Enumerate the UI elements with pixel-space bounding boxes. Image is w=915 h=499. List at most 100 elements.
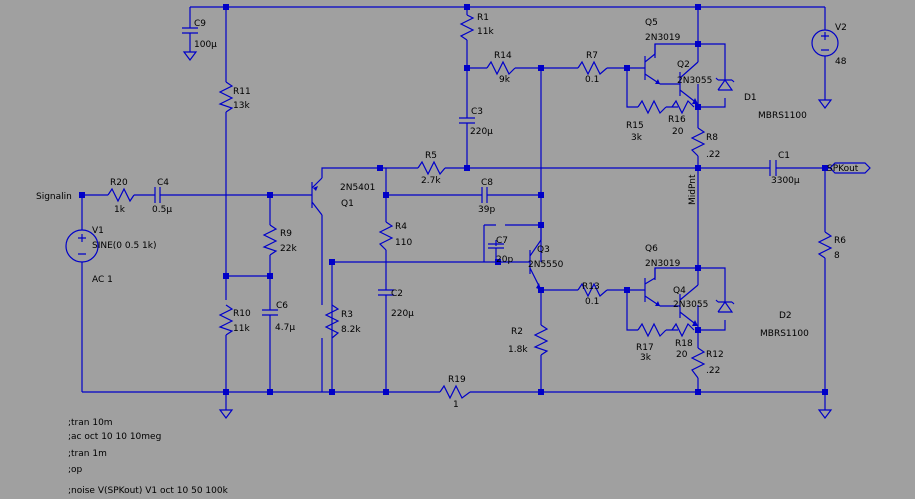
label-q6-name: Q6 [645,244,658,254]
net-label-spkout: SPKout [827,164,859,174]
diode-d1-icon [715,77,735,91]
component-labels: C9 100µ R1 11k R11 13k R14 9k R7 0.1 Q5 … [92,13,847,410]
spice-directives: ;tran 10m ;ac oct 10 10 10meg ;tran 1m ;… [68,418,229,496]
label-r17-value: 3k [640,353,652,363]
diode-d2-icon [715,299,735,313]
label-r11-value: 13k [233,101,250,111]
resistor-r8-icon [690,127,706,157]
label-r4-value: 110 [395,238,412,248]
ground-icon [817,99,833,109]
net-label-midpnt: MidPnt [688,174,698,205]
label-r3-value: 8.2k [341,325,361,335]
label-r15-name: R15 [626,121,644,131]
directive-tran-10m: ;tran 10m [68,418,113,428]
label-r19-value: 1 [453,400,459,410]
label-r20-value: 1k [114,205,126,215]
label-c8-value: 39p [478,205,495,215]
label-r9-value: 22k [280,244,297,254]
resistor-r11-icon [218,81,234,113]
label-c9-name: C9 [194,19,206,29]
label-r5-value: 2.7k [421,176,441,186]
resistor-r19-icon [439,384,471,400]
resistor-r7-icon [577,60,608,76]
label-c1-value: 3300µ [771,176,800,186]
resistor-r16-icon [671,99,695,115]
label-q4-value: 2N3055 [673,300,708,310]
voltage-source-v2-icon [811,29,839,57]
label-q2-value: 2N3055 [677,76,712,86]
transistor-q4-icon [672,284,699,327]
directive-noise: ;noise V(SPKout) V1 oct 10 50 100k [68,486,229,496]
transistor-q3-icon [522,225,542,291]
label-v2-value: 48 [835,57,847,67]
capacitor-c6-icon [262,309,278,330]
capacitor-symbols [154,27,792,330]
label-r18-name: R18 [675,339,693,349]
net-labels: Signalin SPKout MidPnt [36,164,859,205]
label-c6-value: 4.7µ [275,323,295,333]
directive-ac: ;ac oct 10 10 10meg [68,432,161,442]
label-r15-value: 3k [631,133,643,143]
resistor-r2-icon [533,324,549,356]
label-r2-name: R2 [511,327,523,337]
label-q5-name: Q5 [645,18,658,28]
label-q1-name: Q1 [341,199,354,209]
resistor-r17-icon [637,322,667,338]
label-q1-value: 2N5401 [340,183,375,193]
resistor-r6-icon [817,231,833,259]
label-q4-name: Q4 [673,286,686,296]
label-c2-name: C2 [391,289,403,299]
label-r9-name: R9 [280,229,292,239]
directive-op: ;op [68,465,83,475]
label-v1-value: SINE(0 0.5 1k) [92,241,157,251]
resistor-r1-icon [459,14,475,41]
label-v1-name: V1 [92,226,104,236]
net-label-signalin: Signalin [36,192,72,202]
resistor-symbols [107,14,833,400]
label-r7-name: R7 [586,51,598,61]
label-r4-name: R4 [395,222,407,232]
label-v2-name: V2 [835,23,847,33]
label-c3-value: 220µ [470,127,493,137]
directive-tran-1m: ;tran 1m [68,449,107,459]
label-r13-value: 0.1 [585,297,599,307]
label-c4-value: 0.5µ [152,205,172,215]
label-r17-name: R17 [636,343,654,353]
ground-icon [218,409,234,419]
label-q2-name: Q2 [677,60,690,70]
resistor-r5-icon [417,160,446,176]
label-r2-value: 1.8k [508,345,528,355]
transistor-q1-icon [305,177,323,216]
resistor-r3-icon [324,304,340,339]
transistor-q2-icon [672,61,699,105]
voltage-source-v1-icon [65,229,99,263]
transistor-symbols [305,44,699,327]
label-c6-name: C6 [276,301,288,311]
resistor-r9-icon [262,224,278,256]
label-r1-name: R1 [477,13,489,23]
resistor-r10-icon [218,304,234,336]
label-c7-name: C7 [496,236,508,246]
wires [81,6,826,410]
label-r10-value: 11k [233,324,250,334]
label-r14-name: R14 [494,51,512,61]
label-r7-value: 0.1 [585,75,599,85]
capacitor-c2-icon [378,289,394,312]
transistor-q6-icon [640,268,672,307]
resistor-r15-icon [637,99,667,115]
label-r6-value: 8 [834,251,840,261]
label-c7-value: 20p [496,255,513,265]
label-c3-name: C3 [471,107,483,117]
label-d2-name: D2 [779,311,792,321]
transistor-q5-icon [640,44,672,85]
label-r12-name: R12 [706,350,724,360]
port-flag-icon [825,162,871,174]
diode-symbols [715,77,735,313]
resistor-r13-icon [577,282,608,298]
resistor-r12-icon [690,347,706,379]
label-r8-value: .22 [706,150,720,160]
label-c4-name: C4 [157,178,169,188]
label-v1-ac: AC 1 [92,275,113,285]
capacitor-c1-icon [769,160,792,176]
